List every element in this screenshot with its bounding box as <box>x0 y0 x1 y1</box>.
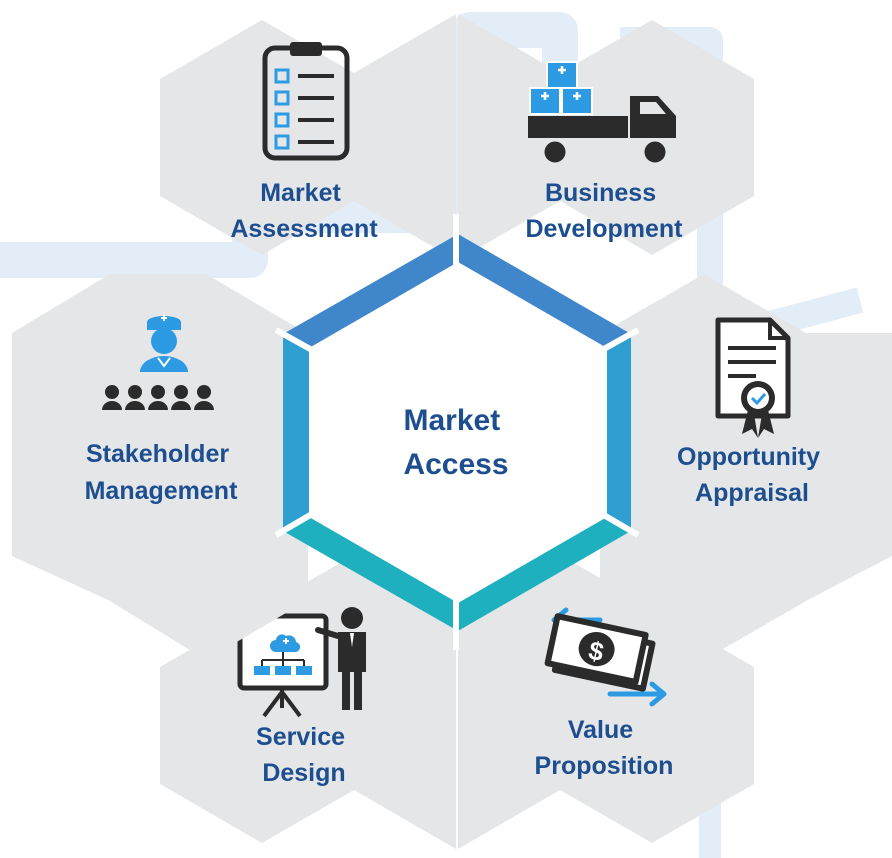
segment-label-line: Service <box>256 723 345 751</box>
delivery-truck-icon <box>528 61 676 166</box>
segment-label-line: Business <box>545 179 656 207</box>
center-hexagon[interactable]: Market Access <box>274 214 640 650</box>
segment-label-line: Stakeholder <box>86 440 229 468</box>
center-label-line: Market <box>403 404 500 437</box>
segment-label: Market Assessment <box>230 179 378 243</box>
segment-business-development[interactable]: Business Development <box>458 14 754 260</box>
frame-dividers <box>274 214 640 650</box>
segment-label-line: Assessment <box>230 215 378 243</box>
frame-right <box>607 334 631 531</box>
segment-label: Business Development <box>526 179 684 243</box>
segment-market-assessment[interactable]: Market Assessment <box>160 14 456 260</box>
segment-label: Value Proposition <box>535 716 674 780</box>
segment-label-line: Proposition <box>535 752 674 780</box>
segment-opportunity-appraisal[interactable]: Opportunity Appraisal <box>600 274 892 660</box>
segment-label-line: Appraisal <box>695 479 809 507</box>
segment-value-proposition[interactable]: $ Value Proposition <box>458 555 754 849</box>
frame-left <box>283 334 309 531</box>
segment-label-line: Management <box>85 477 238 505</box>
segment-label-line: Market <box>260 179 341 207</box>
presentation-board-icon <box>237 607 366 718</box>
segment-label: Opportunity Appraisal <box>677 443 827 507</box>
certificate-icon <box>715 317 791 438</box>
stakeholder-group-icon <box>102 315 214 410</box>
segment-label-line: Opportunity <box>677 443 820 471</box>
segment-label: Service Design <box>256 723 352 787</box>
segment-label: Stakeholder Management <box>85 440 238 505</box>
segment-label-line: Design <box>262 759 345 787</box>
svg-text:$: $ <box>586 635 607 667</box>
clipboard-checklist-icon <box>262 42 350 161</box>
segment-label-line: Development <box>526 215 684 243</box>
money-exchange-icon: $ <box>544 607 667 707</box>
segment-stakeholder-management[interactable]: Stakeholder Management <box>12 274 308 660</box>
center-label: Market Access <box>403 404 508 481</box>
segment-label-line: Value <box>568 716 633 744</box>
center-label-line: Access <box>403 448 508 481</box>
